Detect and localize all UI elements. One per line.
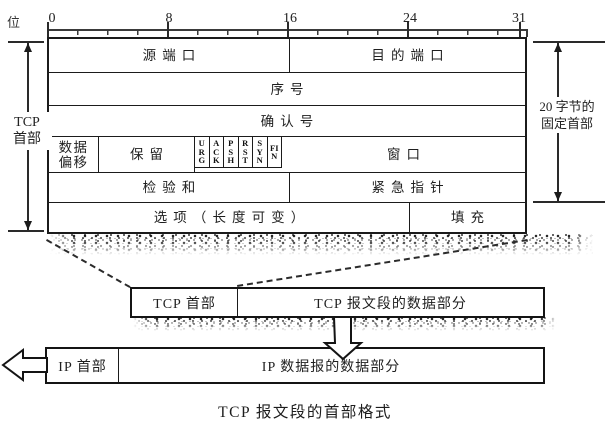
fixed-header-brace-label: 20 字节的 固定首部 <box>527 97 607 133</box>
datagram-header-cell: IP 首部 <box>47 349 119 382</box>
tcp-header-brace-label: TCP 首部 <box>2 112 52 150</box>
field-urgent-pointer: 紧急指针 <box>371 180 450 195</box>
field-window: 窗口 <box>386 147 427 162</box>
flag-bits-box: URG ACK PSH RST SYN FIN <box>195 137 282 168</box>
ruler-tick-0 <box>47 22 49 37</box>
field-reserved: 保留 <box>99 137 195 172</box>
flag-rst: RST <box>239 137 253 167</box>
field-options: 选项（长度可变） <box>49 203 410 232</box>
ruler-tick-8 <box>167 22 169 37</box>
ruler-label-31: 31 <box>512 11 526 26</box>
figure-caption: TCP 报文段的首部格式 <box>218 404 392 421</box>
ip-datagram-bar: IP 首部 IP 数据报的数据部分 <box>45 347 545 384</box>
datagram-data-cell: IP 数据报的数据部分 <box>261 359 401 375</box>
ruler-label-8: 8 <box>165 11 173 26</box>
field-padding: 填充 <box>450 210 491 225</box>
fixed-brace-bottom-cap <box>533 201 605 203</box>
tcp-brace-arrow-up-icon <box>24 43 32 52</box>
row-options: 选项（长度可变） 填充 <box>49 203 525 232</box>
flag-fin: FIN <box>270 142 279 161</box>
tcp-segment-bar: TCP 首部 TCP 报文段的数据部分 <box>130 287 545 318</box>
segment-header-cell: TCP 首部 <box>132 289 238 316</box>
field-seq-number: 序号 <box>270 81 310 97</box>
ruler-label-16: 16 <box>283 11 297 26</box>
ruler-label-0: 0 <box>48 11 56 26</box>
row-seq: 序号 <box>49 73 525 106</box>
flag-psh: PSH <box>224 137 239 167</box>
table-shadow-stipple <box>50 234 593 255</box>
row-ack: 确认号 <box>49 106 525 137</box>
ruler-tick-24 <box>407 22 409 37</box>
field-checksum: 检验和 <box>49 173 290 202</box>
field-dest-port: 目的端口 <box>371 48 450 63</box>
row-ports: 源端口 目的端口 <box>49 39 525 73</box>
ruler-tick-16 <box>287 22 289 37</box>
fixed-brace-arrow-down-icon <box>554 192 562 201</box>
flag-ack: ACK <box>210 137 224 167</box>
field-ack-number: 确认号 <box>260 113 320 129</box>
bit-unit-label: 位 <box>7 15 21 30</box>
field-data-offset: 数据 偏移 <box>49 137 99 172</box>
tcp-brace-bottom-cap <box>8 230 44 232</box>
ruler-tick-31 <box>519 22 521 37</box>
segment-data-cell: TCP 报文段的数据部分 <box>314 296 467 312</box>
fixed-brace-top-cap <box>533 41 605 43</box>
field-source-port: 源端口 <box>49 39 290 72</box>
down-arrow-icon <box>322 316 364 361</box>
row-flags: 数据 偏移 保留 URG ACK PSH RST SYN FIN 窗口 <box>49 137 525 173</box>
ruler-label-24: 24 <box>403 11 417 26</box>
flag-urg: URG <box>195 137 210 167</box>
row-checksum: 检验和 紧急指针 <box>49 173 525 203</box>
tcp-brace-top-cap <box>8 41 44 43</box>
left-arrow-icon <box>1 348 48 382</box>
tcp-header-table: 源端口 目的端口 序号 确认号 数据 偏移 保留 URG ACK PSH RST… <box>47 37 527 234</box>
tcp-brace-arrow-down-icon <box>24 221 32 230</box>
ruler-tick-end <box>526 30 528 37</box>
fixed-brace-arrow-up-icon <box>554 43 562 52</box>
flag-syn: SYN <box>253 137 268 167</box>
